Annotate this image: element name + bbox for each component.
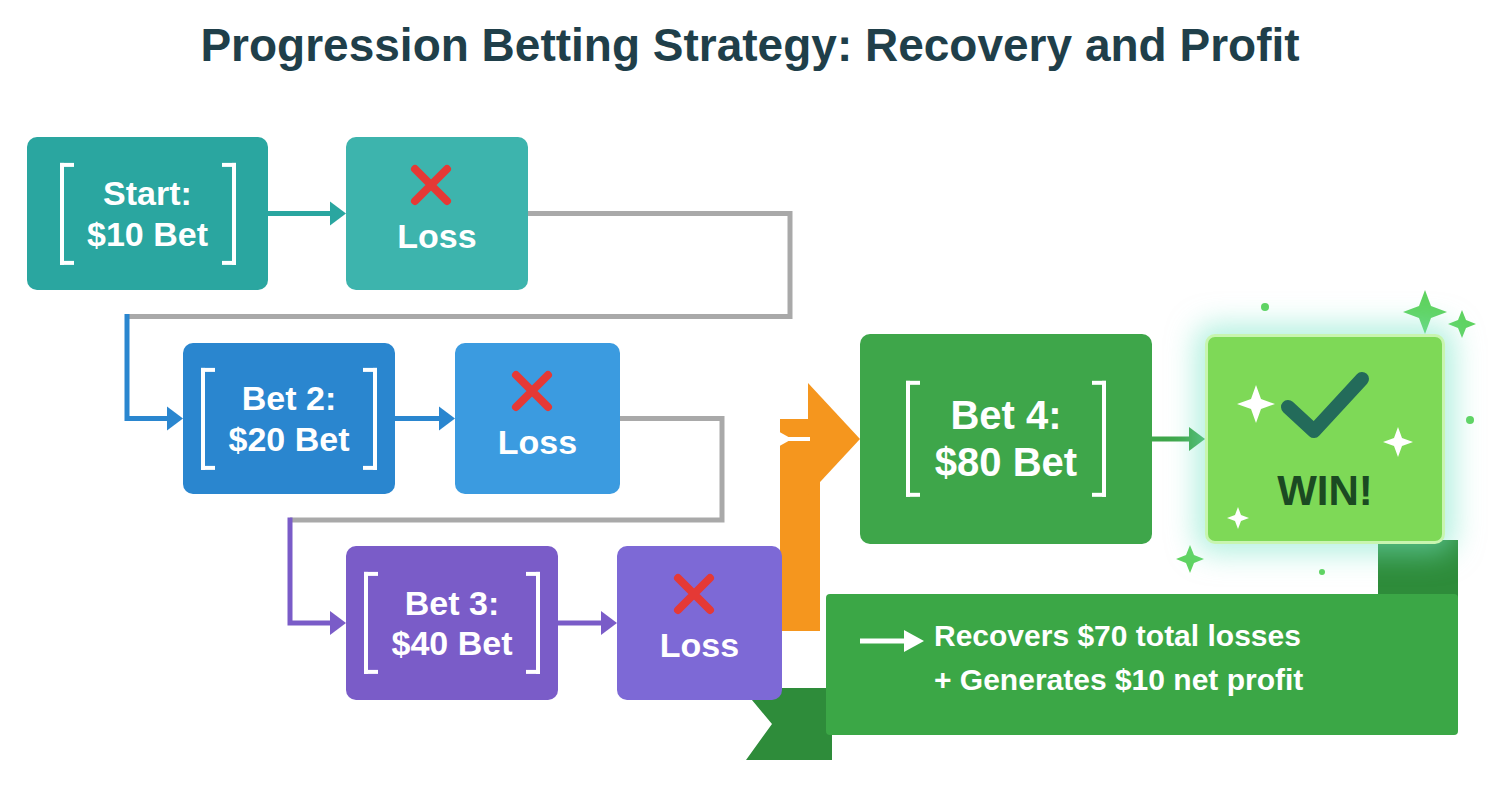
arrow-icon bbox=[858, 626, 928, 656]
bet-box: Start: $10 Bet bbox=[27, 137, 268, 290]
bracket bbox=[1092, 381, 1106, 497]
cross-stroke bbox=[516, 375, 548, 407]
win-box: WIN! bbox=[1205, 334, 1445, 544]
cross-stroke bbox=[678, 578, 710, 610]
arrow-head bbox=[330, 611, 346, 635]
bracket bbox=[906, 381, 920, 497]
sparkle bbox=[1237, 385, 1275, 423]
bet-label: Start: $10 Bet bbox=[82, 173, 214, 253]
diagram-title: Progression Betting Strategy: Recovery a… bbox=[0, 18, 1500, 72]
bracket bbox=[526, 572, 540, 674]
connector-line bbox=[127, 314, 169, 419]
cross-stroke bbox=[415, 169, 447, 201]
bet-label: Bet 2: $20 Bet bbox=[223, 378, 355, 458]
bet-box: Bet 4: $80 Bet bbox=[860, 334, 1152, 544]
connector-line bbox=[558, 621, 603, 626]
ribbon-fold bbox=[1378, 540, 1458, 602]
arrow-head bbox=[601, 611, 617, 635]
loss-box: Loss bbox=[346, 137, 528, 290]
arrow-head bbox=[439, 407, 455, 431]
connector-line bbox=[395, 416, 441, 421]
bet-label: Bet 3: $40 Bet bbox=[386, 583, 518, 663]
cross-icon bbox=[409, 163, 453, 207]
check-icon bbox=[1274, 367, 1374, 447]
connector bbox=[558, 611, 617, 635]
bet-box: Bet 2: $20 Bet bbox=[183, 343, 395, 494]
connector-line bbox=[1152, 437, 1191, 442]
sparkle bbox=[1383, 427, 1413, 457]
sparkle bbox=[1227, 507, 1249, 529]
result-text: Recovers $70 total losses + Generates $1… bbox=[934, 614, 1318, 701]
bracket bbox=[222, 162, 236, 264]
bracket bbox=[364, 572, 378, 674]
outcome-label: Loss bbox=[455, 423, 620, 462]
bet-label: Bet 4: $80 Bet bbox=[928, 392, 1084, 486]
cross-icon bbox=[672, 572, 716, 616]
check-stroke bbox=[1288, 379, 1362, 431]
arrow-head bbox=[1189, 427, 1205, 451]
loss-box: Loss bbox=[455, 343, 620, 494]
bet-box: Bet 3: $40 Bet bbox=[346, 546, 558, 700]
arrow-mark bbox=[776, 430, 792, 448]
loss-box: Loss bbox=[617, 546, 782, 700]
banner-box: Recovers $70 total losses + Generates $1… bbox=[826, 594, 1458, 735]
connector bbox=[395, 407, 455, 431]
bracket bbox=[363, 367, 377, 469]
arrow-stroke bbox=[860, 639, 908, 644]
arrow-head bbox=[167, 407, 183, 431]
sparkles bbox=[1176, 290, 1476, 575]
connector bbox=[268, 202, 346, 226]
arrow-head bbox=[330, 202, 346, 226]
connector bbox=[1152, 427, 1205, 451]
connector-line bbox=[268, 211, 332, 216]
arrow-head bbox=[904, 630, 924, 652]
outcome-label: Loss bbox=[617, 626, 782, 665]
win-label: WIN! bbox=[1208, 467, 1442, 515]
bracket bbox=[201, 367, 215, 469]
bracket bbox=[60, 162, 74, 264]
arrow-head bbox=[808, 383, 860, 495]
sparkle-icons bbox=[1208, 337, 1439, 547]
cross-icon bbox=[510, 369, 554, 413]
outcome-label: Loss bbox=[346, 217, 528, 256]
connector-line bbox=[290, 518, 332, 624]
